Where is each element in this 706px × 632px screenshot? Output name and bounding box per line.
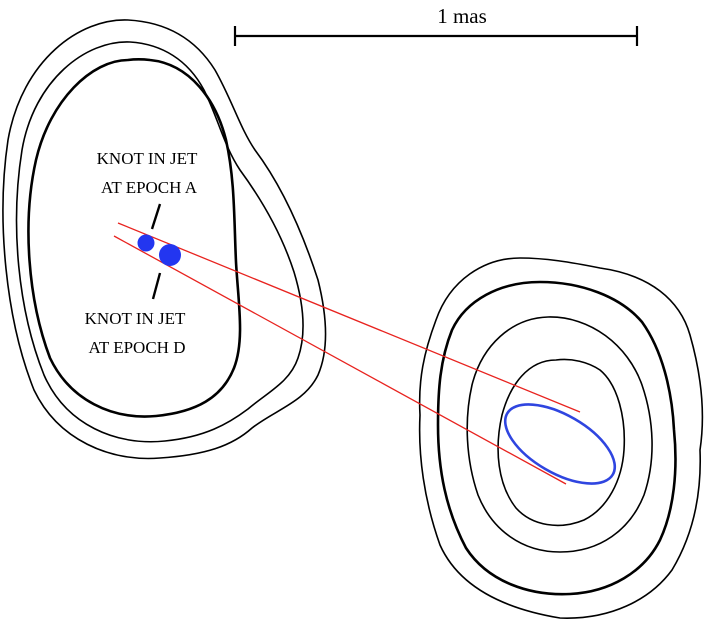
left-contour-outer — [2, 19, 327, 460]
knot-epoch-a-marker — [137, 234, 155, 252]
leader-line-epoch-a — [150, 203, 162, 230]
left-contour-middle — [15, 41, 304, 443]
scale-bar-label: 1 mas — [437, 4, 487, 28]
label-knot-epoch-a: KNOT IN JET AT EPOCH A — [97, 149, 202, 197]
left-contour-inner — [27, 57, 242, 418]
scale-bar: 1 mas — [233, 4, 639, 46]
left-component-contours — [2, 19, 327, 460]
jet-line-upper — [117, 222, 581, 413]
right-component-contours — [418, 257, 704, 619]
jet-cone-lines — [113, 222, 581, 485]
leader-line-epoch-d — [151, 272, 162, 300]
knot-epoch-d-marker — [159, 244, 181, 266]
component-ellipse — [503, 403, 617, 485]
jet-line-lower — [113, 235, 567, 485]
right-contour-third — [466, 316, 653, 553]
right-contour-inner — [497, 358, 626, 527]
right-contour-second — [436, 280, 677, 596]
right-contour-outer — [418, 257, 704, 619]
label-knot-epoch-d: KNOT IN JET AT EPOCH D — [85, 309, 190, 357]
